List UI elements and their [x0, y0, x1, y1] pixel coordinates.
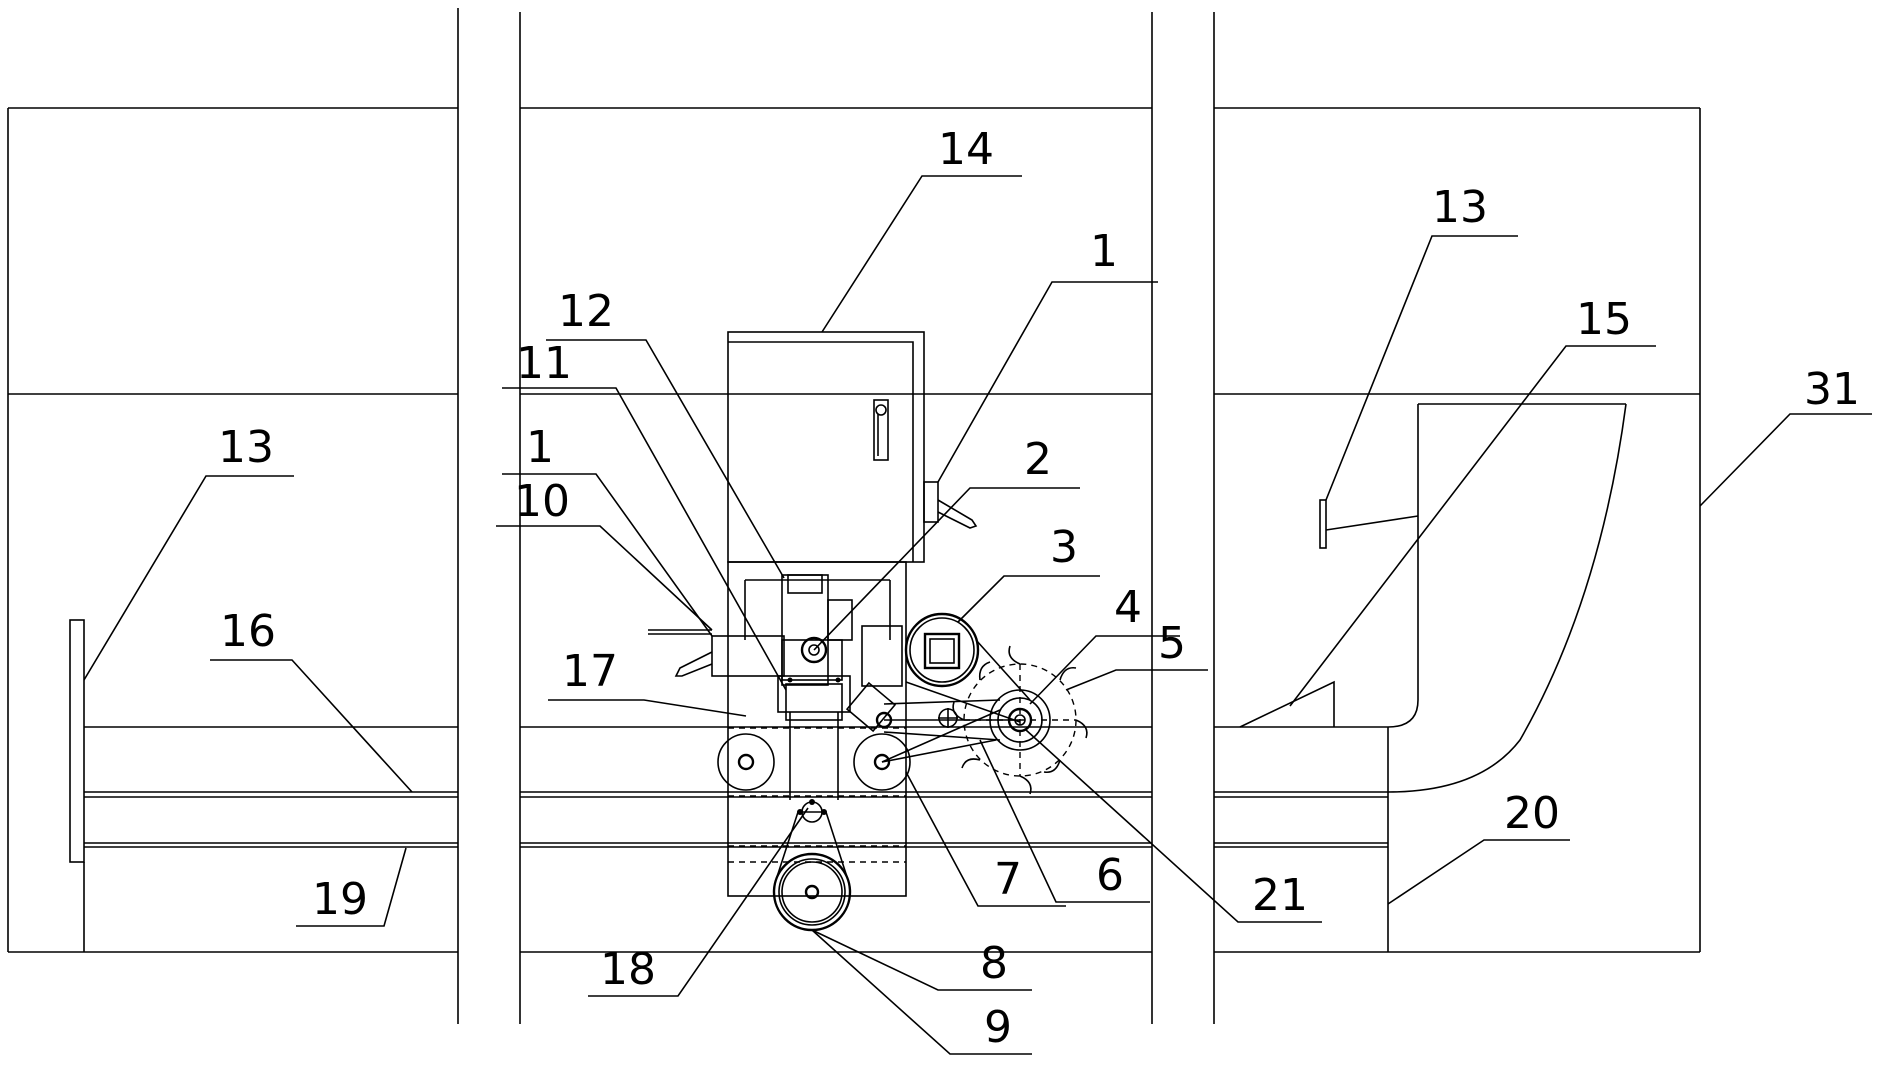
label-5: 5	[1158, 618, 1186, 669]
label-11: 11	[516, 338, 572, 389]
label-14: 14	[938, 124, 994, 175]
label-21: 21	[1252, 870, 1308, 921]
label-16: 16	[220, 606, 276, 657]
label-2: 2	[1024, 434, 1052, 485]
label-12: 12	[558, 286, 614, 337]
label-31: 31	[1804, 364, 1860, 415]
rotor-assembly	[845, 612, 1088, 795]
control-box	[727, 331, 978, 563]
bottom-drive	[772, 799, 852, 932]
label-7: 7	[994, 854, 1022, 905]
left-section	[7, 107, 458, 953]
label-6: 6	[1096, 850, 1124, 901]
frame-assembly	[648, 561, 907, 897]
label-10: 10	[514, 476, 570, 527]
part-labels: 14 1 12 11 1 10 2 3 4 5 13 13 15 31 16 1…	[218, 124, 1860, 1053]
label-13-left: 13	[218, 422, 274, 473]
label-8: 8	[980, 938, 1008, 989]
label-20: 20	[1504, 788, 1560, 839]
label-1-left: 1	[526, 422, 554, 473]
label-4: 4	[1114, 582, 1142, 633]
label-17: 17	[562, 646, 618, 697]
rollers	[717, 733, 911, 791]
label-15: 15	[1576, 294, 1632, 345]
label-9: 9	[984, 1002, 1012, 1053]
frame-columns	[457, 8, 1215, 1024]
label-18: 18	[600, 944, 656, 995]
label-13-right: 13	[1432, 182, 1488, 233]
label-1-top: 1	[1090, 226, 1118, 277]
label-19: 19	[312, 874, 368, 925]
leader-lines	[83, 175, 1872, 1055]
label-3: 3	[1050, 522, 1078, 573]
right-section	[1214, 107, 1701, 953]
